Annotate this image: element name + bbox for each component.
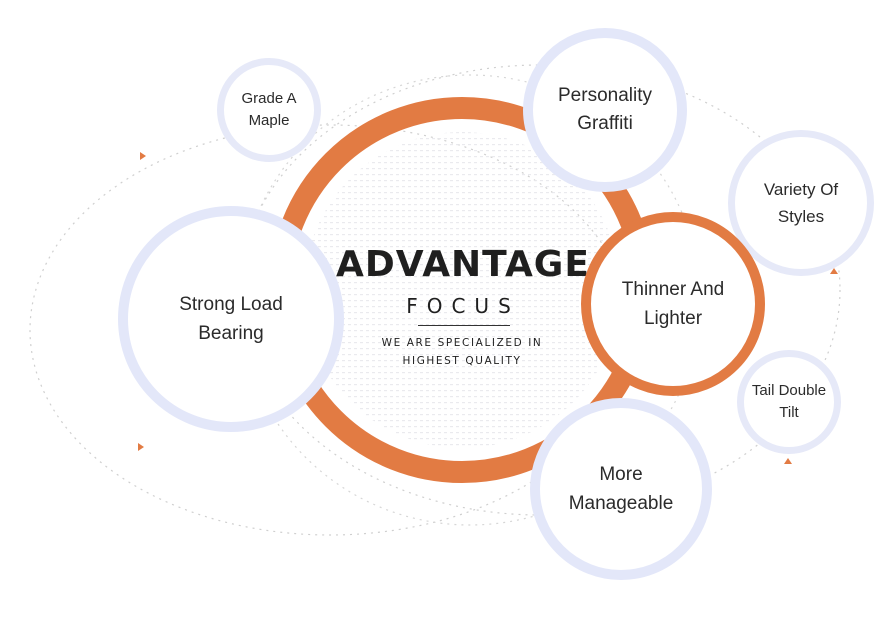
feature-label: Tail Double Tilt	[751, 382, 827, 421]
orbit-arrow-right-bottom	[784, 458, 792, 464]
feature-label: Thinner And Lighter	[621, 279, 725, 329]
feature-bubble-thinner-and-lighter: Thinner And Lighter	[581, 212, 765, 396]
center-divider	[418, 325, 510, 326]
feature-bubble-variety-of-styles: Variety Of Styles	[728, 130, 874, 276]
feature-bubble-tail-double-tilt: Tail Double Tilt	[737, 350, 841, 454]
orbit-arrow-right-top	[830, 268, 838, 274]
world-map-texture	[304, 132, 620, 448]
feature-label: Variety Of Styles	[763, 180, 839, 226]
feature-label: More Manageable	[568, 464, 674, 514]
center-tagline-line1: WE ARE SPECIALIZED IN	[381, 337, 543, 349]
feature-bubble-strong-load-bearing: Strong Load Bearing	[118, 206, 344, 432]
feature-label: Personality Graffiti	[558, 85, 652, 134]
feature-label: Grade A Maple	[241, 90, 297, 129]
center-subtitle: FOCUS	[406, 294, 520, 318]
feature-bubble-grade-a-maple: Grade A Maple	[217, 58, 321, 162]
orbit-arrow-left-top	[140, 152, 146, 160]
feature-bubble-more-manageable: More Manageable	[530, 398, 712, 580]
feature-label: Strong Load Bearing	[179, 294, 283, 344]
feature-bubble-personality-graffiti: Personality Graffiti	[523, 28, 687, 192]
orbit-arrow-left-bottom	[138, 443, 144, 451]
center-title: ADVANTAGE	[336, 244, 590, 285]
center-tagline-line2: HIGHEST QUALITY	[402, 355, 522, 367]
